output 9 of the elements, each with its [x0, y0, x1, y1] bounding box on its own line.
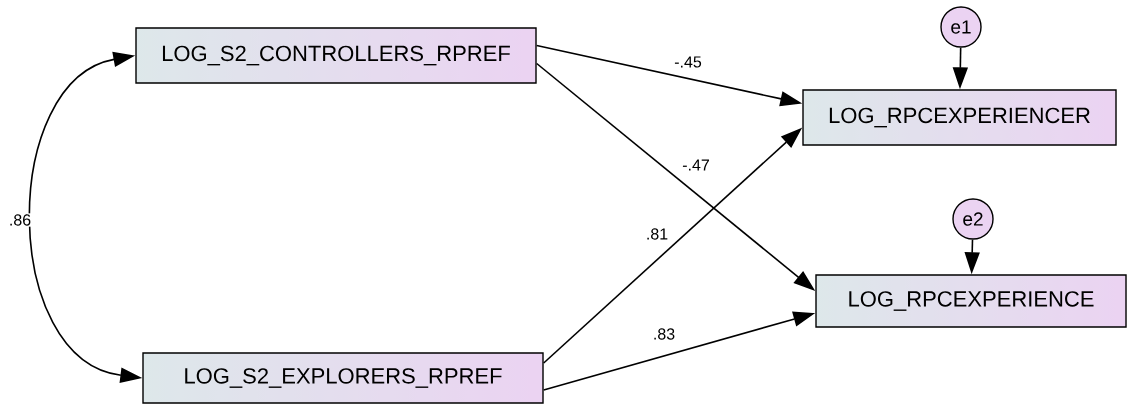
edge-label: .83 [651, 327, 677, 341]
variable-box: LOG_RPCEXPERIENCER [802, 89, 1117, 146]
variable-box: LOG_S2_EXPLORERS_RPREF [142, 352, 544, 404]
variable-box: LOG_S2_CONTROLLERS_RPREF [135, 27, 537, 84]
edge-label: .86 [7, 213, 33, 227]
edge-label: -.45 [673, 55, 703, 69]
edge-label: -.47 [681, 158, 711, 172]
edge-label: .81 [644, 227, 670, 241]
variable-box: LOG_RPCEXPERIENCE [815, 274, 1127, 328]
